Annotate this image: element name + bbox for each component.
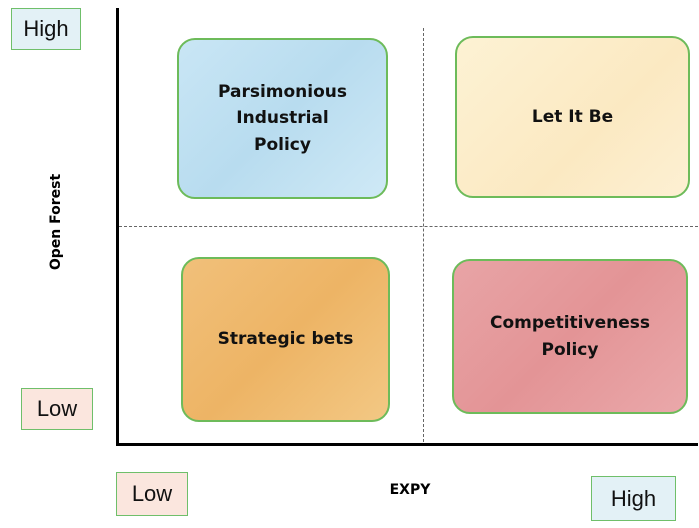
y-axis-high-label: High (11, 8, 81, 50)
quadrant-bottom-right: Competitiveness Policy (452, 259, 688, 414)
quadrant-text-line: Competitiveness (490, 313, 650, 334)
y-axis-low-label: Low (21, 388, 93, 430)
y-axis-line (116, 8, 119, 446)
quadrant-text-line: Let It Be (531, 106, 614, 127)
quadrant-bottom-left: Strategic bets (181, 257, 390, 422)
vertical-divider (423, 28, 424, 442)
x-axis-high-label: High (591, 476, 676, 521)
x-axis-title: EXPY (389, 482, 431, 498)
quadrant-text-line: Policy (541, 339, 599, 360)
quadrant-top-left: Parsimonious Industrial Policy (177, 38, 388, 199)
horizontal-divider (119, 226, 698, 227)
quadrant-text-line: Parsimonious (217, 81, 348, 102)
quadrant-top-right: Let It Be (455, 36, 690, 198)
y-axis-title: Open Forest (48, 173, 64, 271)
quadrant-text-line: Industrial (236, 108, 329, 129)
x-axis-low-label: Low (116, 472, 188, 516)
quadrant-text-line: Strategic bets (217, 329, 354, 350)
quadrant-text-line: Policy (254, 134, 311, 155)
x-axis-line (116, 443, 698, 446)
